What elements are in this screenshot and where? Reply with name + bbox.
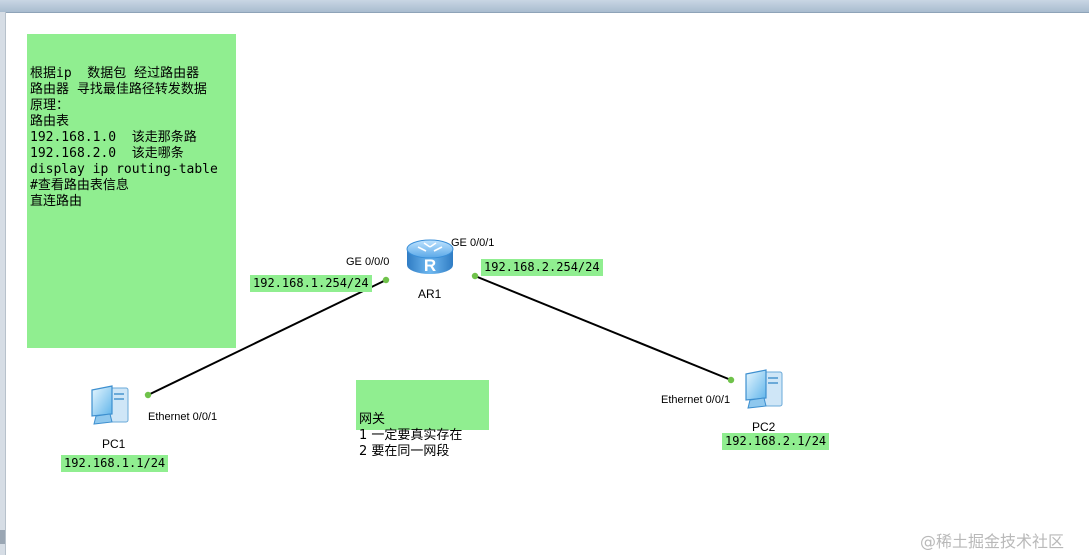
router-name-label: AR1 (418, 287, 442, 301)
iface-pc1-eth: Ethernet 0/0/1 (148, 411, 218, 423)
router-glyph: R (424, 256, 436, 275)
watermark: @稀土掘金技术社区 (920, 532, 1065, 551)
pc1-icon[interactable] (88, 384, 132, 430)
scroll-notch[interactable] (0, 530, 5, 544)
port-dot-pc2 (727, 376, 735, 384)
note-line: 1 一定要真实存在 (359, 428, 463, 443)
note-line: 192.168.1.0 该走那条路 (30, 130, 197, 145)
note-line: #查看路由表信息 (30, 178, 129, 193)
router-icon[interactable]: R (404, 233, 456, 279)
ip-label-ar1-ge001[interactable]: 192.168.2.254/24 (481, 259, 603, 276)
port-dot-pc1 (144, 391, 152, 399)
port-dot-ar1-ge001 (471, 272, 479, 280)
note-line: 路由表 (30, 114, 70, 129)
note-line: display ip routing-table (30, 162, 218, 177)
note-line: 根据ip 数据包 经过路由器 (30, 66, 200, 81)
iface-ar1-ge000: GE 0/0/0 (346, 256, 390, 268)
left-scroll-edge[interactable] (0, 12, 6, 555)
note-line: 2 要在同一网段 (359, 444, 450, 459)
link-pc1-ar1[interactable] (147, 279, 387, 396)
port-dot-ar1-ge000 (382, 276, 390, 284)
ip-label-pc2[interactable]: 192.168.2.1/24 (722, 433, 830, 450)
pc2-icon[interactable] (742, 368, 786, 414)
ip-label-pc1[interactable]: 192.168.1.1/24 (61, 455, 169, 472)
note-line: 直连路由 (30, 194, 83, 209)
link-ar1-pc2[interactable] (474, 275, 732, 381)
iface-pc2-eth: Ethernet 0/0/1 (661, 394, 731, 406)
iface-ar1-ge001: GE 0/0/1 (451, 237, 495, 249)
pc2-name-label: PC2 (752, 420, 776, 434)
pc1-name-label: PC1 (102, 437, 126, 451)
ip-label-ar1-ge000[interactable]: 192.168.1.254/24 (250, 275, 372, 292)
note-line: 原理： (30, 98, 70, 113)
note-line: 网关 (359, 412, 386, 427)
window-top-bar (0, 0, 1089, 13)
note-line: 192.168.2.0 该走哪条 (30, 146, 184, 161)
note-line: 路由器 寻找最佳路径转发数据 (30, 82, 207, 97)
